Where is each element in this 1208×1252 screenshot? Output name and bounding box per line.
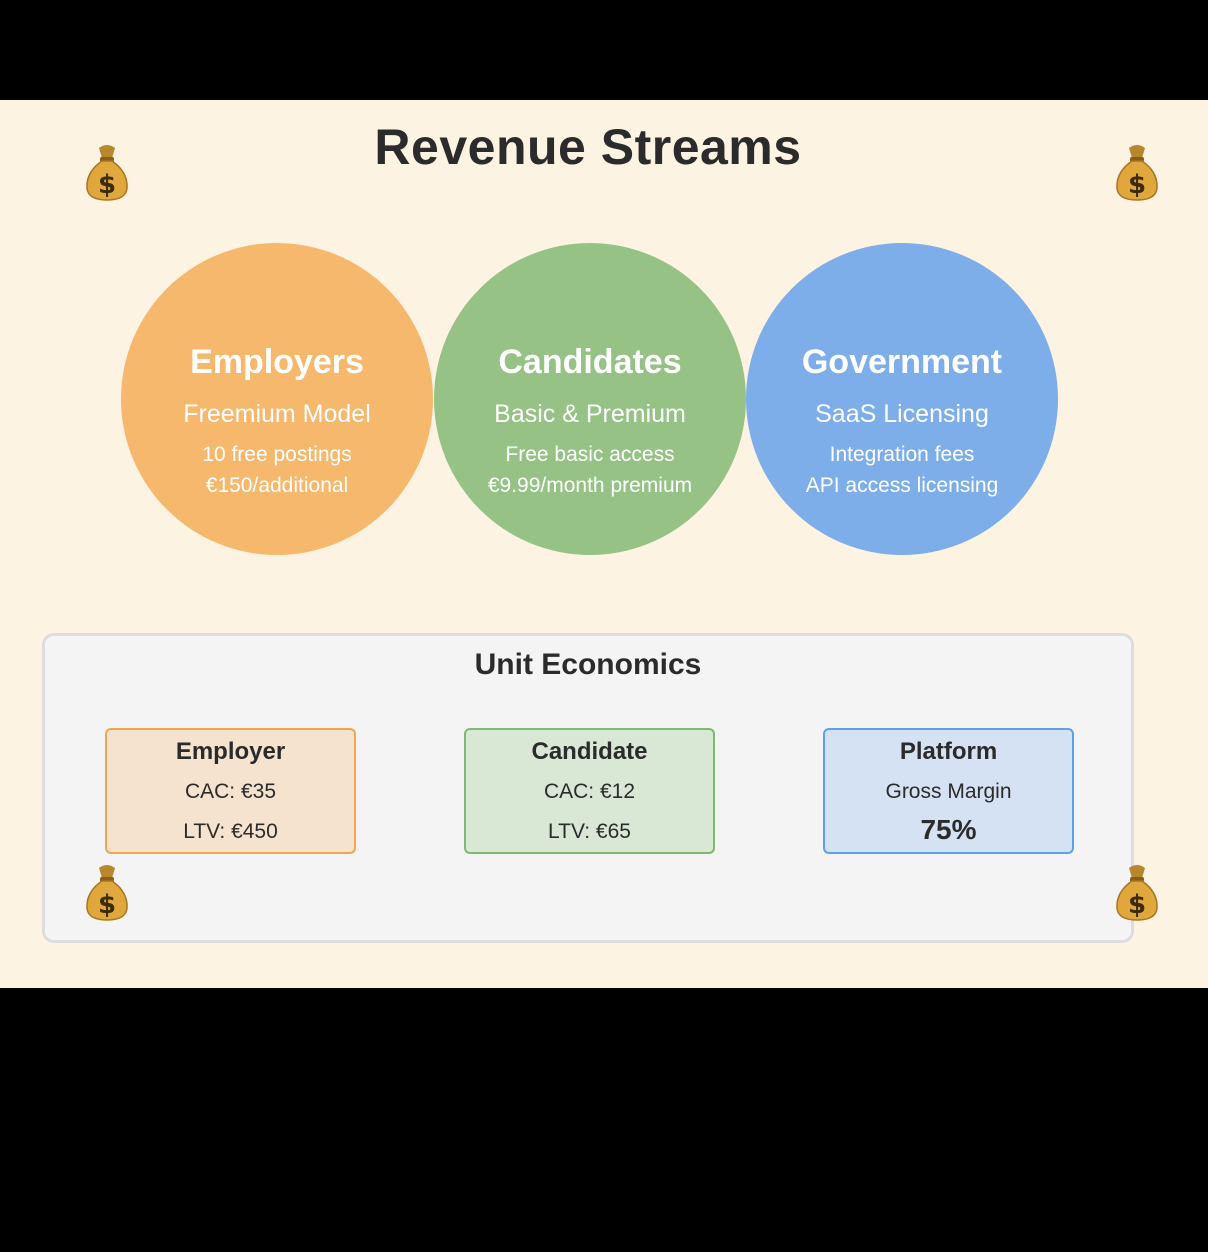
stream-model: Freemium Model: [183, 400, 371, 428]
stream-title: Candidates: [498, 343, 682, 381]
stream-model: SaaS Licensing: [815, 400, 989, 428]
stream-title: Government: [801, 343, 1003, 381]
svg-text:$: $: [98, 890, 116, 920]
svg-text:$: $: [1128, 170, 1146, 200]
money-bag-icon: $: [1116, 145, 1158, 201]
stream-circle-candidates: Candidates Basic & Premium Free basic ac…: [434, 243, 746, 555]
card-title: Platform: [899, 738, 998, 765]
stream-detail: €9.99/month premium: [487, 474, 693, 497]
card-title: Employer: [175, 738, 286, 765]
stream-detail: Free basic access: [505, 443, 675, 466]
svg-text:$: $: [1128, 890, 1146, 920]
ltv-value: LTV: €450: [183, 820, 278, 843]
svg-text:$: $: [98, 170, 116, 200]
revenue-streams-slide: Revenue Streams $ $ Employers Freemium M…: [0, 100, 1208, 988]
stream-detail: 10 free postings: [202, 443, 352, 466]
stream-detail: €150/additional: [205, 474, 349, 497]
stream-detail: Integration fees: [829, 443, 975, 466]
page-title: Revenue Streams: [374, 119, 802, 175]
money-bag-icon: $: [86, 865, 128, 921]
ltv-value: LTV: €65: [548, 820, 631, 843]
stream-circle-government: Government SaaS Licensing Integration fe…: [746, 243, 1058, 555]
stream-model: Basic & Premium: [494, 400, 686, 428]
money-bag-icon: $: [1116, 865, 1158, 921]
employer-economics-card: Employer CAC: €35 LTV: €450: [105, 728, 356, 854]
platform-economics-card: Platform Gross Margin 75%: [823, 728, 1074, 854]
unit-economics-panel: Unit Economics Employer CAC: €35 LTV: €4…: [42, 633, 1158, 943]
cac-value: CAC: €12: [543, 780, 636, 803]
gross-margin-value: 75%: [920, 814, 977, 845]
stream-detail: API access licensing: [805, 474, 999, 497]
stream-title: Employers: [190, 343, 364, 381]
stream-circle-employers: Employers Freemium Model 10 free posting…: [121, 243, 433, 555]
gross-margin-label: Gross Margin: [885, 780, 1012, 803]
unit-economics-title: Unit Economics: [474, 648, 702, 681]
money-bag-icon: $: [86, 145, 128, 201]
cac-value: CAC: €35: [184, 780, 277, 803]
card-title: Candidate: [531, 738, 648, 765]
candidate-economics-card: Candidate CAC: €12 LTV: €65: [464, 728, 715, 854]
